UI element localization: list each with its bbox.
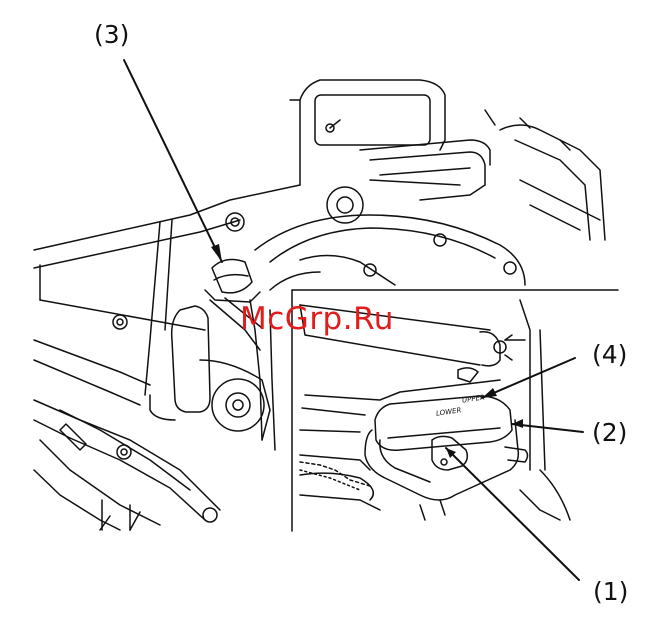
- upper-frame: [290, 80, 605, 240]
- callout-3: (3): [94, 22, 129, 47]
- frame-tubes: [34, 185, 300, 530]
- arrowhead-2: [512, 419, 523, 428]
- watermark: McGrp.Ru: [240, 301, 394, 337]
- arrowhead-3: [211, 244, 222, 262]
- leader-3: [124, 60, 222, 262]
- callout-4: (4): [592, 342, 627, 367]
- callout-1: (1): [593, 579, 628, 604]
- callout-2: (2): [592, 420, 627, 445]
